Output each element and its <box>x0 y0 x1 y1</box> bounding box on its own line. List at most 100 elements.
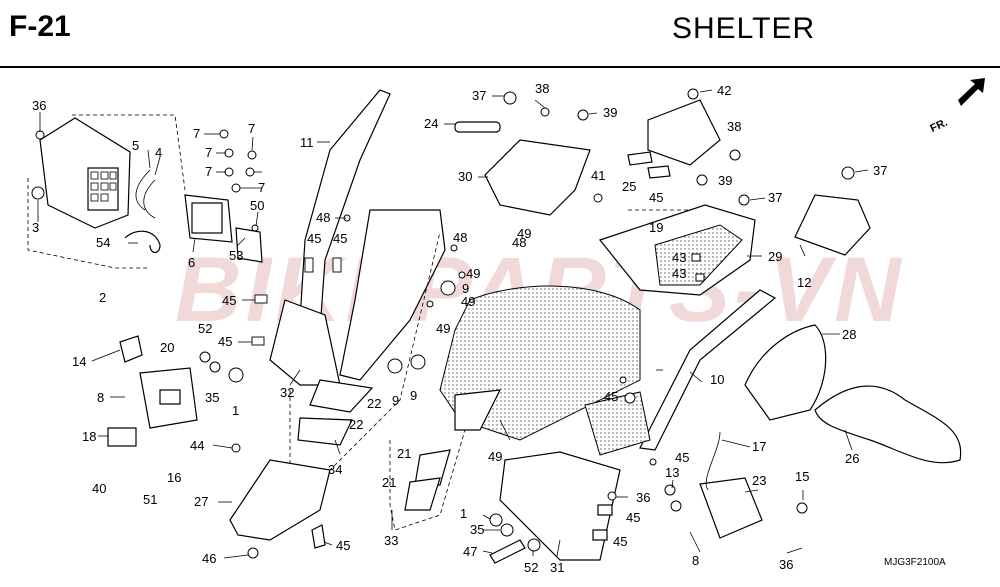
callout-label: 1 <box>232 403 239 418</box>
callout-label: 9 <box>462 281 469 296</box>
lower-fender-part <box>814 385 962 464</box>
callout-label: 16 <box>167 470 181 485</box>
callout-label: 36 <box>32 98 46 113</box>
callout-label: 43 <box>672 250 686 265</box>
callout-label: 9 <box>410 388 417 403</box>
callout-label: 11 <box>300 135 314 150</box>
callout-label: 42 <box>717 83 731 98</box>
section-title: SHELTER <box>672 12 816 45</box>
callout-label: 37 <box>873 163 887 178</box>
inner-box-group <box>593 88 756 296</box>
callout-label: 45 <box>333 231 347 246</box>
callout-label: 18 <box>82 429 96 444</box>
callout-label: 35 <box>470 522 484 537</box>
callout-label: 52 <box>524 560 538 575</box>
callout-label: 48 <box>453 230 467 245</box>
callout-label: 39 <box>603 105 617 120</box>
callout-label: 40 <box>92 481 106 496</box>
callout-label: 8 <box>692 553 699 568</box>
reference-code: MJG3F2100A <box>884 557 946 568</box>
callout-label: 38 <box>727 119 741 134</box>
callout-label: 5 <box>132 138 139 153</box>
callout-label: 3 <box>32 220 39 235</box>
callout-label: 7 <box>248 121 255 136</box>
callout-label: 36 <box>636 490 650 505</box>
callout-label: 37 <box>472 88 486 103</box>
callout-label: 34 <box>328 462 342 477</box>
callout-label: 1 <box>460 506 467 521</box>
right-cover-group <box>584 289 777 456</box>
callout-label: 29 <box>768 249 782 264</box>
callout-label: 37 <box>768 190 782 205</box>
callout-label: 8 <box>97 390 104 405</box>
callout-label: 49 <box>436 321 450 336</box>
callout-label: 27 <box>194 494 208 509</box>
callout-label: 25 <box>622 179 636 194</box>
callout-label: 54 <box>96 235 110 250</box>
callout-label: 6 <box>188 255 195 270</box>
callout-label: 48 <box>512 235 526 250</box>
callout-label: 45 <box>307 231 321 246</box>
callout-label: 2 <box>99 290 106 305</box>
callout-label: 45 <box>675 450 689 465</box>
leader-lines <box>37 89 869 559</box>
inner-cover-group <box>289 209 466 471</box>
callout-label: 48 <box>316 210 330 225</box>
callout-label: 53 <box>229 248 243 263</box>
callout-label: 7 <box>193 126 200 141</box>
front-lower-cover-part <box>499 451 621 561</box>
meter-panel-part <box>484 139 591 216</box>
callout-label: 12 <box>797 275 811 290</box>
callout-label: 7 <box>205 145 212 160</box>
callout-label: 45 <box>218 334 232 349</box>
callout-label: 22 <box>367 396 381 411</box>
center-body-group <box>389 285 641 564</box>
callout-label: 45 <box>336 538 350 553</box>
section-code: F-21 <box>9 10 71 43</box>
callout-label: 24 <box>424 116 438 131</box>
right-side-cover-part <box>639 289 777 451</box>
callout-label: 30 <box>458 169 472 184</box>
callout-label: 33 <box>384 533 398 548</box>
callout-label: 13 <box>665 465 679 480</box>
callout-label: 45 <box>626 510 640 525</box>
callout-label: 49 <box>488 449 502 464</box>
callout-label: 9 <box>392 393 399 408</box>
callout-label: 45 <box>649 190 663 205</box>
callout-label: 15 <box>795 469 809 484</box>
switch-panel-group <box>27 114 263 269</box>
callout-label: 28 <box>842 327 856 342</box>
callout-label: 39 <box>718 173 732 188</box>
callout-label: 51 <box>143 492 157 507</box>
callout-label: 26 <box>845 451 859 466</box>
left-cover-group <box>251 89 391 386</box>
callout-label: 10 <box>710 372 724 387</box>
callout-label: 17 <box>752 439 766 454</box>
inner-fairing-part <box>339 209 446 381</box>
callout-label: 43 <box>672 266 686 281</box>
callout-label: 32 <box>280 385 294 400</box>
header-rule <box>0 66 1000 68</box>
callout-label: 36 <box>779 557 793 572</box>
callout-label: 7 <box>205 164 212 179</box>
callout-label: 45 <box>604 389 618 404</box>
callout-label: 7 <box>258 180 265 195</box>
callout-label: 21 <box>397 446 411 461</box>
callout-label: 20 <box>160 340 174 355</box>
callout-label: 49 <box>517 226 531 241</box>
callout-label: 47 <box>463 544 477 559</box>
callout-label: 49 <box>466 266 480 281</box>
callout-label: 41 <box>591 168 605 183</box>
parts-diagram: FR. 36 3 2 5 4 5 <box>27 78 985 575</box>
rear-fender-part <box>744 324 827 421</box>
callout-label: 4 <box>155 145 162 160</box>
callout-label: 50 <box>250 198 264 213</box>
upper-panel-group <box>454 91 591 216</box>
callout-label: 52 <box>198 321 212 336</box>
callout-label: 45 <box>222 293 236 308</box>
inner-panel-part <box>269 299 341 386</box>
callout-label: 46 <box>202 551 216 566</box>
front-direction-arrow: FR. <box>928 78 985 135</box>
callout-label: 19 <box>649 220 663 235</box>
callout-label: 44 <box>190 438 204 453</box>
